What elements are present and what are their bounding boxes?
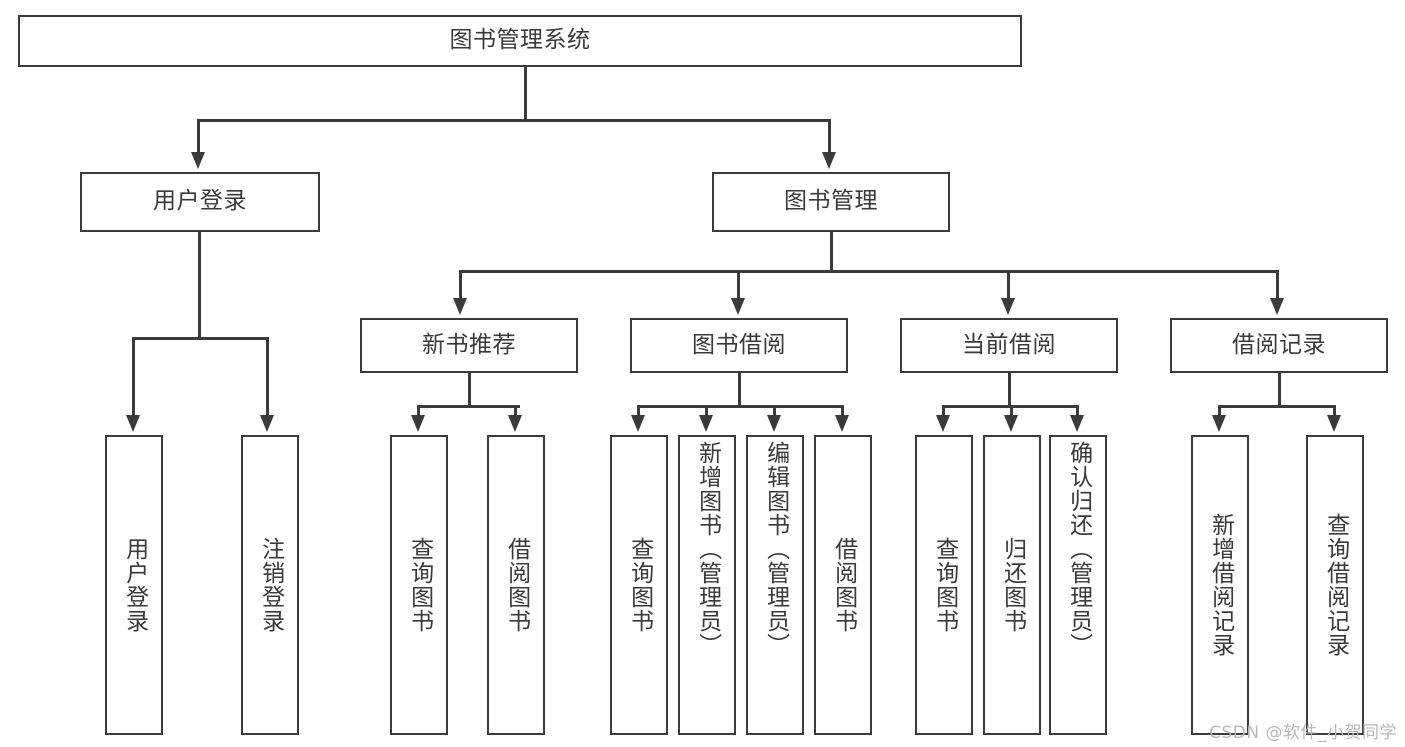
node-label: 注销登录 [257, 537, 284, 633]
node-label: 编辑图书（管理员） [762, 441, 789, 657]
node-label: 用户登录 [153, 188, 247, 215]
node-label: 查询图书 [931, 537, 958, 633]
connector-book-mgmt-stem [830, 232, 833, 270]
leaf-book-borrow-add[interactable]: 新增图书（管理员） [678, 435, 736, 735]
leaf-new-book-query[interactable]: 查询图书 [390, 435, 448, 735]
connector-book-mgmt-drop-4 [1276, 270, 1279, 301]
connector-root-to-user-login [197, 119, 200, 155]
arrow-current-borrow-to-confirm [1070, 415, 1084, 432]
node-label: 图书借阅 [692, 331, 786, 358]
connector-root-bar [197, 119, 830, 122]
leaf-current-borrow-query[interactable]: 查询图书 [915, 435, 973, 735]
connector-book-borrow-stem [738, 373, 741, 405]
connector-current-borrow-stem [1008, 373, 1011, 405]
watermark-text: CSDN @软件_小贺同学 [1209, 723, 1397, 743]
node-user-login[interactable]: 用户登录 [80, 172, 320, 232]
arrow-borrow-record-to-query [1327, 415, 1341, 432]
connector-current-borrow-drop-1 [942, 405, 945, 418]
connector-book-borrow-drop-1 [637, 405, 640, 418]
node-current-borrow[interactable]: 当前借阅 [900, 318, 1118, 373]
connector-book-borrow-drop-4 [841, 405, 844, 418]
node-label: 当前借阅 [962, 331, 1056, 358]
arrow-root-to-book-mgmt [822, 152, 836, 169]
arrow-book-mgmt-to-record [1270, 298, 1284, 315]
node-label: 新增图书（管理员） [694, 441, 721, 657]
connector-book-borrow-bar [637, 405, 843, 408]
node-label: 归还图书 [999, 537, 1026, 633]
leaf-current-borrow-confirm[interactable]: 确认归还（管理员） [1049, 435, 1107, 735]
connector-borrow-record-drop-1 [1218, 405, 1221, 418]
arrow-book-borrow-to-query [631, 415, 645, 432]
connector-book-borrow-drop-3 [773, 405, 776, 418]
connector-book-mgmt-drop-2 [737, 270, 740, 301]
arrow-book-borrow-to-lend [835, 415, 849, 432]
leaf-book-borrow-query[interactable]: 查询图书 [610, 435, 668, 735]
node-label: 借阅图书 [503, 537, 530, 633]
node-borrow-record[interactable]: 借阅记录 [1170, 318, 1388, 373]
leaf-book-borrow-edit[interactable]: 编辑图书（管理员） [746, 435, 804, 735]
node-book-borrow[interactable]: 图书借阅 [630, 318, 848, 373]
arrow-book-mgmt-to-borrow [731, 298, 745, 315]
connector-root-to-book-mgmt [828, 119, 831, 155]
arrow-current-borrow-to-query [936, 415, 950, 432]
connector-new-book-drop-1 [417, 405, 420, 418]
leaf-book-borrow-lend[interactable]: 借阅图书 [814, 435, 872, 735]
connector-current-borrow-drop-3 [1076, 405, 1079, 418]
arrow-root-to-user-login [191, 152, 205, 169]
leaf-new-book-borrow[interactable]: 借阅图书 [487, 435, 545, 735]
node-label: 图书管理 [784, 188, 878, 215]
leaf-borrow-record-query[interactable]: 查询借阅记录 [1306, 435, 1364, 735]
connector-root-stem [524, 67, 527, 119]
node-label: 借阅图书 [830, 537, 857, 633]
connector-user-login-stem [198, 232, 201, 337]
node-label: 借阅记录 [1232, 331, 1326, 358]
node-label: 新书推荐 [422, 331, 516, 358]
arrow-book-borrow-to-add [699, 415, 713, 432]
arrow-new-book-to-query [411, 415, 425, 432]
node-label: 查询图书 [406, 537, 433, 633]
arrow-user-login-to-logout [260, 415, 274, 432]
node-label: 新增借阅记录 [1207, 513, 1234, 657]
connector-new-book-drop-2 [514, 405, 517, 418]
arrow-user-login-to-login [126, 415, 140, 432]
arrow-new-book-to-borrow [508, 415, 522, 432]
connector-book-borrow-drop-2 [705, 405, 708, 418]
connector-borrow-record-stem [1278, 373, 1281, 405]
connector-user-login-bar [132, 337, 268, 340]
arrow-book-mgmt-to-new-book [453, 298, 467, 315]
leaf-user-logout[interactable]: 注销登录 [241, 435, 299, 735]
connector-borrow-record-drop-2 [1333, 405, 1336, 418]
connector-book-mgmt-drop-1 [459, 270, 462, 301]
arrow-current-borrow-to-return [1004, 415, 1018, 432]
leaf-current-borrow-return[interactable]: 归还图书 [983, 435, 1041, 735]
arrow-book-borrow-to-edit [767, 415, 781, 432]
node-root-system[interactable]: 图书管理系统 [18, 15, 1022, 67]
connector-new-book-stem [468, 373, 471, 405]
leaf-user-login[interactable]: 用户登录 [105, 435, 163, 735]
node-label: 图书管理系统 [449, 27, 591, 54]
connector-current-borrow-drop-2 [1010, 405, 1013, 418]
arrow-book-mgmt-to-current [1001, 298, 1015, 315]
node-label: 查询借阅记录 [1322, 513, 1349, 657]
connector-book-mgmt-drop-3 [1007, 270, 1010, 301]
connector-new-book-bar [417, 405, 520, 408]
connector-borrow-record-bar [1218, 405, 1335, 408]
node-label: 确认归还（管理员） [1065, 441, 1092, 657]
connector-user-login-drop-2 [266, 337, 269, 418]
leaf-borrow-record-add[interactable]: 新增借阅记录 [1191, 435, 1249, 735]
node-label: 用户登录 [121, 537, 148, 633]
arrow-borrow-record-to-add [1212, 415, 1226, 432]
node-label: 查询图书 [626, 537, 653, 633]
connector-book-mgmt-bar [459, 270, 1279, 273]
node-new-book-recommend[interactable]: 新书推荐 [360, 318, 578, 373]
node-book-management[interactable]: 图书管理 [712, 172, 950, 232]
connector-user-login-drop-1 [132, 337, 135, 418]
